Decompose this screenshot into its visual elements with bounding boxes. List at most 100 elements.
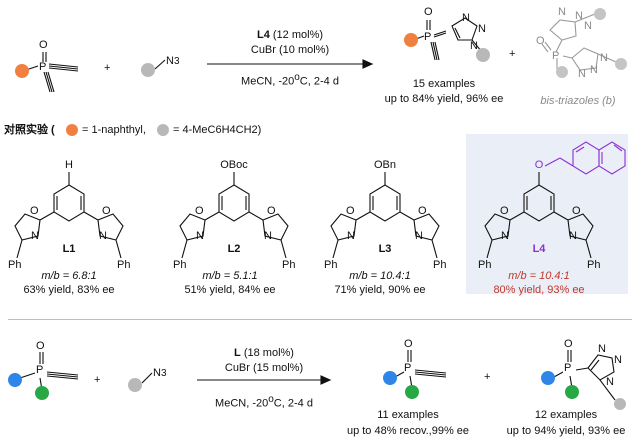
l2-atom-n-right: N — [264, 230, 272, 242]
l2-ph-left: Ph — [173, 259, 187, 271]
triazole-atom-n2: N — [614, 354, 622, 366]
l1-atom-n-right: N — [99, 230, 107, 242]
l1-name: L1 — [62, 243, 76, 255]
l1-ratio: m/b = 6.8:1 — [41, 270, 97, 282]
l4-ph-left: Ph — [478, 259, 492, 271]
l4-atom-n-right: N — [569, 230, 577, 242]
l3-atom-n-right: N — [415, 230, 423, 242]
bottom-conditions-line1: L (18 mol%) — [234, 347, 294, 360]
section-divider — [8, 319, 632, 320]
azide-n: N — [166, 55, 174, 67]
ligand-l4-structure — [484, 172, 594, 259]
top-conditions-line1: L4 (12 mol%) — [257, 29, 323, 42]
l2-result: 51% yield, 84% ee — [184, 284, 276, 296]
substituent-balls — [8, 8, 627, 410]
triazole-atom-n3: N — [606, 376, 614, 388]
l4-ph-right: Ph — [587, 259, 601, 271]
legend-prefix: 对照实验 ( — [4, 124, 55, 136]
gray-ball-bis2 — [594, 8, 606, 20]
orange-ball-legend — [66, 124, 78, 136]
bottom-azide-n: N — [153, 367, 161, 379]
plus-sign-byproduct: + — [509, 48, 516, 60]
l2-atom-o-left: O — [195, 205, 204, 217]
l4-ratio: m/b = 10.4:1 — [508, 270, 570, 282]
orange-ball-top-sm — [15, 64, 29, 78]
green-ball-recovered — [405, 385, 419, 399]
l2-substituent: OBoc — [220, 159, 248, 171]
gray-ball-bis1 — [556, 66, 568, 78]
top-azide-bond — [154, 59, 166, 70]
top-product-yield: up to 84% yield, 96% ee — [384, 93, 504, 105]
bottom-reaction-arrow — [197, 375, 332, 385]
product-atom-n3: N — [470, 40, 478, 52]
azide-subscript: 3 — [173, 56, 180, 67]
l2-name: L2 — [227, 243, 241, 255]
triazole-atom-n1: N — [598, 343, 606, 355]
triazole-atom-o: O — [564, 338, 573, 350]
bottom-ligand-loading: (18 mol%) — [243, 347, 294, 359]
l4-result: 80% yield, 93% ee — [493, 284, 585, 296]
bottom-product1-examples: 11 examples — [377, 409, 439, 421]
top-conditions-line3: MeCN, -20oC, 2-4 d — [241, 71, 339, 89]
plus-sign: + — [104, 62, 111, 74]
top-conditions-line2: CuBr (10 mol%) — [250, 44, 330, 56]
orange-ball-product — [404, 33, 418, 47]
bottom-phosphine-oxide-structure — [19, 352, 79, 391]
l1-result: 63% yield, 83% ee — [23, 284, 115, 296]
bis-triazole-structure — [541, 13, 617, 71]
bottom-cond-solvent: MeCN, -20 — [215, 397, 269, 410]
bottom-atom-p: P — [36, 364, 44, 376]
ligand-l2-structure — [179, 172, 289, 259]
l2-atom-o-right: O — [267, 205, 276, 217]
gray-ball-bis3 — [615, 58, 627, 70]
l1-atom-o-right: O — [102, 205, 111, 217]
bis-atom-o: O — [536, 35, 545, 47]
bis-atom-n4: N — [590, 64, 598, 76]
l2-atom-n-left: N — [196, 230, 204, 242]
top-cond-degree: o — [294, 72, 300, 83]
l1-atom-o-left: O — [30, 205, 39, 217]
bottom-azide-label: N3 — [153, 367, 167, 380]
legend-orange-def: = 1-naphthyl, — [82, 124, 146, 136]
bottom-azide-bond — [141, 372, 153, 384]
l4-substituent: O — [534, 159, 544, 171]
l1-ph-right: Ph — [117, 259, 131, 271]
top-phosphine-oxide-structure — [25, 52, 79, 93]
top-azide-label: N3 — [166, 55, 180, 68]
bottom-products-plus: + — [484, 371, 491, 383]
top-cond-time: C, 2-4 d — [299, 75, 339, 88]
bis-atom-n3: N — [584, 20, 592, 32]
bottom-triazole-structure — [553, 350, 616, 401]
naphthylmethyl-group — [544, 141, 626, 175]
l3-atom-n-left: N — [347, 230, 355, 242]
product-atom-o: O — [424, 6, 433, 18]
bis-atom-p: P — [552, 50, 560, 62]
green-ball-sm — [35, 386, 49, 400]
bottom-plus-sign: + — [94, 374, 101, 386]
bis-triazole-label: bis-triazoles (b) — [540, 95, 616, 107]
product-atom-n2: N — [478, 23, 486, 35]
bottom-product1-yield: up to 48% recov.,99% ee — [346, 425, 470, 437]
top-product-examples: 15 examples — [412, 78, 476, 90]
ligand-l4-highlight-box — [466, 134, 628, 294]
bis-atom-n1: N — [558, 6, 566, 18]
triazole-atom-p: P — [564, 362, 572, 374]
l1-ph-left: Ph — [8, 259, 22, 271]
bottom-cond-degree: o — [268, 394, 274, 405]
bottom-cond-time: C, 2-4 d — [273, 397, 313, 410]
bottom-atom-o: O — [36, 340, 45, 352]
bottom-product2-yield: up to 94% yield, 93% ee — [506, 425, 626, 437]
bis-atom-n6: N — [578, 68, 586, 80]
l2-ph-right: Ph — [282, 259, 296, 271]
l3-ph-left: Ph — [324, 259, 338, 271]
l4-atom-n-left: N — [501, 230, 509, 242]
bis-atom-n2: N — [575, 10, 583, 22]
top-ligand-loading: (12 mol%) — [272, 29, 324, 41]
l3-atom-o-left: O — [346, 205, 355, 217]
bottom-conditions-line3: MeCN, -20oC, 2-4 d — [215, 393, 313, 411]
gray-ball-product — [476, 48, 490, 62]
blue-ball-recovered — [383, 371, 397, 385]
top-reaction-arrow — [207, 59, 374, 69]
legend-gray-def: = 4-MeC6H4CH2) — [173, 124, 262, 136]
